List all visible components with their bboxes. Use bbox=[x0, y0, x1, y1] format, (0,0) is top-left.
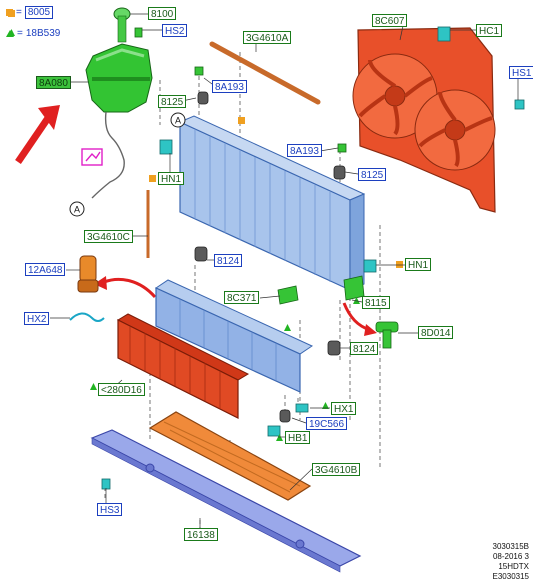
part-label-8a080[interactable]: 8A080 bbox=[36, 76, 71, 89]
red-arrow-filler-icon bbox=[103, 277, 157, 299]
part-label-8125-top[interactable]: 8125 bbox=[158, 95, 187, 108]
part-label-hx1[interactable]: HX1 bbox=[331, 402, 357, 415]
part-label-3g4610c[interactable]: 3G4610C bbox=[84, 230, 133, 243]
cooling-fan-shroud bbox=[352, 27, 496, 213]
part-label-3g4610b[interactable]: 3G4610B bbox=[312, 463, 361, 476]
part-label-8c371[interactable]: 8C371 bbox=[224, 291, 260, 304]
part-label-hb1[interactable]: HB1 bbox=[285, 431, 311, 444]
legend-equals: = bbox=[17, 28, 23, 39]
legend-item-square: = 8005 bbox=[6, 6, 54, 19]
part-label-8a193-top[interactable]: 8A193 bbox=[212, 80, 247, 93]
callout-a-top-letter: A bbox=[175, 116, 181, 126]
legend-triangle-icon bbox=[6, 30, 14, 37]
bracket-strip-3g4610a bbox=[209, 41, 321, 105]
part-label-hn1-right[interactable]: HN1 bbox=[405, 258, 432, 271]
part-label-8125-right[interactable]: 8125 bbox=[358, 168, 387, 181]
part-label-12a648[interactable]: 12A648 bbox=[25, 263, 66, 276]
part-label-3g4610a[interactable]: 3G4610A bbox=[243, 31, 292, 44]
legend-square-code: 8005 bbox=[24, 6, 54, 19]
part-label-16138[interactable]: 16138 bbox=[184, 528, 218, 541]
callout-a-left: A bbox=[69, 201, 85, 217]
part-label-8100[interactable]: 8100 bbox=[148, 7, 177, 20]
lower-shield-3g4610b bbox=[148, 411, 312, 501]
part-label-8124-low[interactable]: 8124 bbox=[350, 342, 379, 355]
legend-square-icon bbox=[6, 9, 13, 16]
rubber-mounts bbox=[194, 91, 346, 423]
part-label-19c566[interactable]: 19C566 bbox=[306, 417, 348, 430]
part-label-8115[interactable]: 8115 bbox=[362, 296, 390, 309]
legend-equals: = bbox=[16, 7, 22, 18]
part-label-280d16-text: 280D16 bbox=[106, 385, 142, 396]
lower-support-beam-16138 bbox=[90, 429, 362, 573]
part-label-hx2[interactable]: HX2 bbox=[24, 312, 50, 325]
part-label-280d16-prefix: < bbox=[101, 385, 107, 396]
part-label-hs1[interactable]: HS1 bbox=[509, 66, 533, 79]
red-arrow-large-icon bbox=[15, 105, 60, 164]
part-label-hs2[interactable]: HS2 bbox=[162, 24, 188, 37]
teal-connectors bbox=[101, 26, 525, 490]
air-deflector-280d16 bbox=[116, 313, 250, 419]
part-label-8d014[interactable]: 8D014 bbox=[418, 326, 454, 339]
sensor-symbol-icon bbox=[85, 151, 101, 162]
callout-a-left-letter: A bbox=[74, 205, 80, 215]
footer-line-4: E3030315 bbox=[492, 572, 529, 581]
reference-footer: 3030315B 08-2016 3 15HDTX E3030315 bbox=[493, 542, 529, 582]
coolant-reservoir bbox=[85, 7, 153, 199]
callout-a-top: A bbox=[170, 112, 186, 128]
hose-clip-hx2 bbox=[69, 312, 105, 322]
part-label-hc1[interactable]: HC1 bbox=[476, 24, 503, 37]
footer-line-3: 15HDTX bbox=[498, 562, 529, 571]
part-label-8a193-right[interactable]: 8A193 bbox=[287, 144, 322, 157]
legend-triangle-code: 18B539 bbox=[25, 28, 61, 39]
green-fittings bbox=[134, 27, 399, 349]
footer-line-2: 08-2016 3 bbox=[492, 552, 529, 561]
charge-air-cooler bbox=[154, 279, 314, 393]
red-arrow-filler-head-icon bbox=[94, 276, 107, 290]
part-label-8c607[interactable]: 8C607 bbox=[372, 14, 408, 27]
thermostat-12a648 bbox=[77, 255, 99, 293]
footer-line-1: 3030315B bbox=[492, 542, 529, 551]
sensor-callout-icon bbox=[81, 148, 103, 166]
red-arrow-outlet-head-icon bbox=[364, 324, 377, 336]
part-label-280d16[interactable]: <280D16 bbox=[98, 383, 145, 396]
part-label-8124-mid[interactable]: 8124 bbox=[214, 254, 243, 267]
legend-item-triangle: = 18B539 bbox=[6, 28, 60, 39]
part-label-hn1-left[interactable]: HN1 bbox=[158, 172, 185, 185]
main-radiator bbox=[178, 115, 366, 291]
leader-lines bbox=[50, 13, 519, 528]
part-label-hs3[interactable]: HS3 bbox=[97, 503, 123, 516]
